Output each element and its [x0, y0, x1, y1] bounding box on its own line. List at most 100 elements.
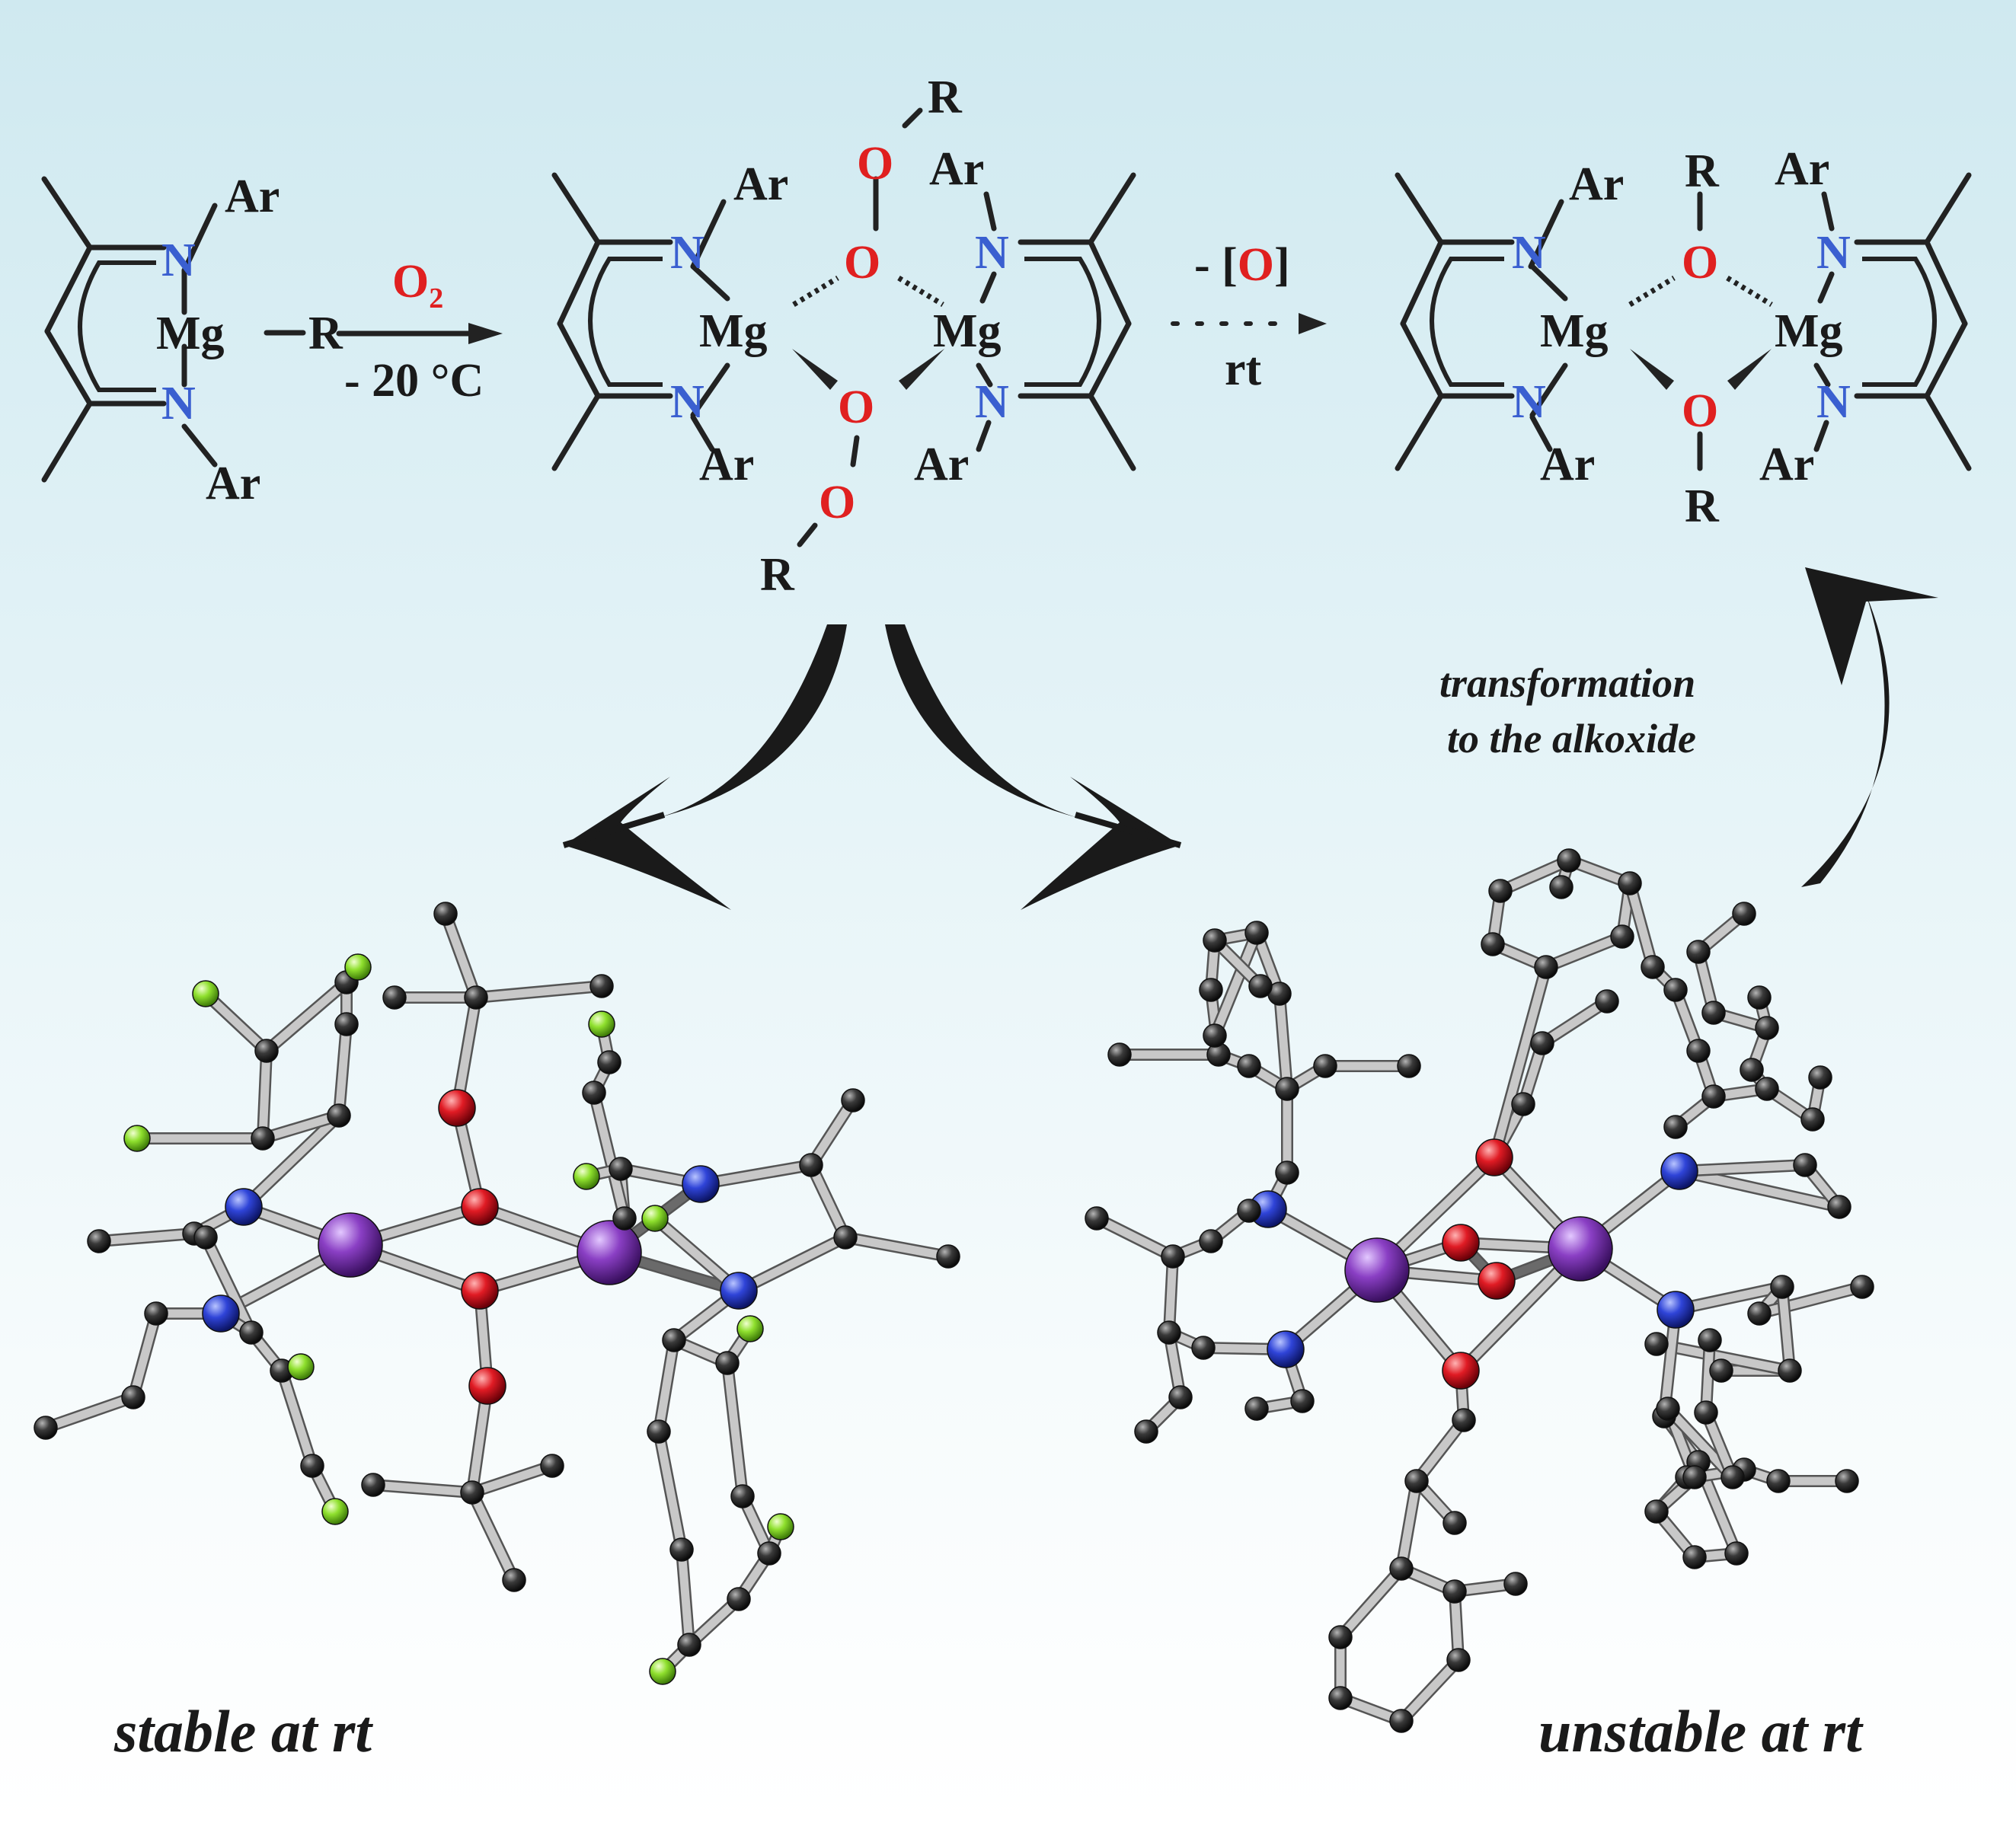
- atom-c: [1682, 1545, 1707, 1569]
- atom-c: [1686, 1039, 1711, 1063]
- bond-stick-fill: [1542, 932, 1627, 972]
- atom-c: [582, 1081, 606, 1105]
- atom-o: [1442, 1224, 1480, 1262]
- atom-c: [502, 1568, 526, 1592]
- atom-c: [1740, 1058, 1764, 1082]
- atom-c: [1275, 1077, 1299, 1101]
- atom-c: [327, 1103, 351, 1128]
- atom-c: [1397, 1054, 1421, 1078]
- atom-c: [609, 1157, 633, 1181]
- atom-c: [1530, 1031, 1554, 1055]
- nitrogen-label-right-bottom: N: [975, 376, 1009, 428]
- atom-c: [382, 985, 407, 1010]
- atom-n: [202, 1294, 240, 1333]
- atom-c: [1732, 902, 1756, 926]
- atom-c: [662, 1328, 686, 1352]
- atom-c: [254, 1039, 279, 1063]
- atom-f: [344, 953, 372, 981]
- decomposition-arrow: - [O] rt: [1171, 239, 1327, 395]
- atom-c: [669, 1537, 694, 1562]
- bond-stick-fill: [258, 1111, 343, 1143]
- atom-c: [361, 1473, 385, 1497]
- atom-f: [192, 980, 219, 1007]
- bond-stick-fill: [841, 1233, 953, 1261]
- bond-stick-fill: [468, 1488, 519, 1585]
- bond-stick-fill: [1675, 1160, 1810, 1176]
- atom-c: [1446, 1648, 1471, 1672]
- crystal-structure-stable: [34, 902, 960, 1685]
- magnesium-label-left: Mg: [699, 305, 768, 357]
- bond-stick-fill: [1625, 879, 1657, 972]
- atom-c: [144, 1301, 168, 1326]
- nitrogen-label-top: N: [161, 235, 196, 286]
- aryl-label-top: Ar: [225, 171, 280, 222]
- bond-stick-fill: [654, 1336, 679, 1436]
- peroxo-oxygen-bottom-inner: O: [838, 381, 874, 433]
- atom-c: [1244, 921, 1269, 945]
- atom-c: [1709, 1358, 1733, 1383]
- atom-c: [1085, 1206, 1109, 1231]
- bond-stick-fill: [734, 1233, 850, 1295]
- atom-c: [1203, 928, 1227, 953]
- atom-c: [647, 1419, 671, 1444]
- bond-stick-fill: [1165, 1252, 1177, 1337]
- bond-stick-fill: [1652, 1339, 1794, 1375]
- atom-c: [464, 985, 488, 1010]
- peroxo-oxygen-top-inner: O: [844, 237, 880, 289]
- bond-stick-fill: [1496, 856, 1574, 895]
- bond-stick-fill: [589, 1088, 629, 1223]
- atom-c: [1199, 1229, 1223, 1253]
- atom-c: [1248, 974, 1273, 998]
- bond-stick-fill: [1701, 1336, 1714, 1417]
- alkoxide-oxygen-bottom: O: [1682, 385, 1718, 437]
- alkyl-label-top: R: [928, 72, 963, 123]
- atom-f: [649, 1658, 676, 1685]
- atom-c: [1698, 1328, 1722, 1352]
- atom-c: [1328, 1625, 1353, 1649]
- atom-c: [1203, 1023, 1227, 1048]
- aryl-label-left-bottom: Ar: [699, 439, 754, 490]
- atom-c: [1488, 879, 1513, 903]
- atom-c: [589, 974, 614, 998]
- atom-c: [1511, 1092, 1535, 1116]
- peroxide-dimer-structure: Ar N Mg N Ar Ar N Mg N Ar R O O O O: [551, 72, 1136, 601]
- atom-c: [1389, 1556, 1414, 1581]
- bond-stick-fill: [239, 1111, 343, 1211]
- atom-c: [1168, 1385, 1193, 1409]
- atom-c: [1275, 1160, 1299, 1185]
- bond-stick-fill: [201, 1233, 256, 1337]
- nitrogen-label-bottom: N: [161, 378, 196, 429]
- alkoxide-oxygen-top: O: [1682, 237, 1718, 289]
- atom-c: [1191, 1336, 1216, 1360]
- bond-stick-fill: [369, 1480, 477, 1497]
- bond-stick-fill: [1778, 1282, 1794, 1375]
- atom-o: [1478, 1262, 1516, 1300]
- atom-c: [1157, 1320, 1181, 1345]
- atom-c: [1835, 1469, 1859, 1493]
- magnesium-label-left: Mg: [1540, 305, 1609, 357]
- branch-arrow-left-icon: [562, 624, 847, 910]
- aryl-label-right-top: Ar: [1775, 143, 1829, 195]
- condition-room-temp: rt: [1225, 343, 1262, 395]
- atom-c: [1134, 1419, 1158, 1444]
- alkyl-label-bottom: R: [760, 549, 795, 601]
- atom-c: [1644, 1332, 1669, 1356]
- atom-o: [1442, 1352, 1480, 1390]
- atom-c: [1766, 1469, 1791, 1493]
- atom-o: [461, 1272, 499, 1310]
- bond-stick-fill: [1412, 1416, 1468, 1486]
- atom-c: [1827, 1195, 1851, 1219]
- atom-c: [1199, 978, 1223, 1002]
- atom-n: [682, 1165, 720, 1203]
- atom-o: [468, 1367, 506, 1405]
- atom-c: [1503, 1572, 1528, 1596]
- atom-c: [715, 1351, 740, 1375]
- transformation-note-line2: to the alkoxide: [1447, 716, 1696, 761]
- atom-c: [1800, 1107, 1825, 1132]
- atom-c: [300, 1454, 324, 1478]
- bond-stick-fill: [1275, 989, 1292, 1093]
- atom-c: [1778, 1358, 1802, 1383]
- oxygenation-arrow: O2 - 20 °C: [336, 256, 503, 407]
- atom-c: [1747, 1301, 1772, 1326]
